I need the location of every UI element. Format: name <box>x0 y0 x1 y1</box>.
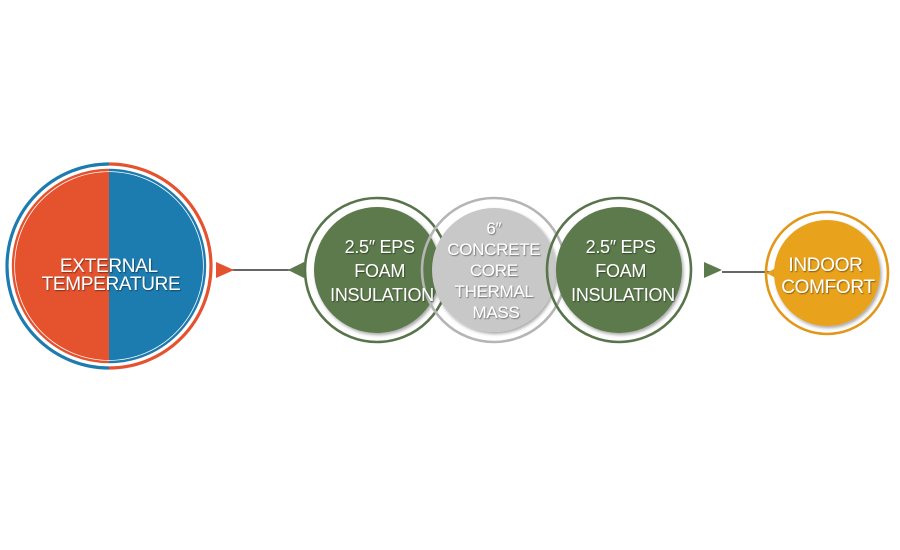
foam-left-label-line-2: FOAM <box>354 261 405 281</box>
concrete-label-line-4: THERMAL <box>455 282 534 301</box>
foam-left-label: 2.5″ EPS FOAM INSULATION <box>330 237 434 305</box>
foam-right-label-line-1: 2.5″ EPS <box>586 237 656 257</box>
foam-right-pointer-arrow <box>704 262 722 278</box>
external-temperature-node: EXTERNAL TEMPERATURE <box>5 162 234 370</box>
foam-left-circle <box>314 207 440 333</box>
indoor-circle <box>774 220 880 326</box>
concrete-pointer-left <box>435 262 443 278</box>
external-pointer-arrow <box>216 262 234 278</box>
foam-right-ring <box>545 196 693 344</box>
foam-right-circle <box>556 207 682 333</box>
concrete-label-line-2: CONCRETE <box>447 240 540 259</box>
external-label-line-2: TEMPERATURE <box>42 274 181 295</box>
foam-insulation-left-node <box>288 196 451 344</box>
concrete-circle <box>432 208 556 332</box>
foam-right-label-line-2: FOAM <box>595 261 646 281</box>
external-ring-cold <box>5 162 110 370</box>
foam-left-label-line-1: 2.5″ EPS <box>345 237 415 257</box>
concrete-label: 6″ CONCRETE CORE THERMAL MASS <box>447 219 544 322</box>
external-ring-hot <box>108 162 213 370</box>
foam-right-label: 2.5″ EPS FOAM INSULATION <box>571 237 675 305</box>
foam-right-label-line-3: INSULATION <box>571 285 675 305</box>
foam-left-pointer-arrow <box>288 262 304 278</box>
foam-insulation-right-node <box>545 196 722 344</box>
external-label: EXTERNAL TEMPERATURE <box>42 256 181 295</box>
indoor-label-line-1: INDOOR <box>788 255 862 276</box>
concrete-label-line-5: MASS <box>473 303 520 322</box>
indoor-comfort-node: INDOOR COMFORT <box>764 210 890 336</box>
external-label-line-1: EXTERNAL <box>60 256 158 277</box>
concrete-label-line-3: CORE <box>470 261 518 280</box>
indoor-label-line-2: COMFORT <box>781 277 875 298</box>
concrete-label-line-1: 6″ <box>486 219 501 238</box>
foam-left-label-line-3: INSULATION <box>330 285 434 305</box>
indoor-label: INDOOR COMFORT <box>781 255 875 298</box>
